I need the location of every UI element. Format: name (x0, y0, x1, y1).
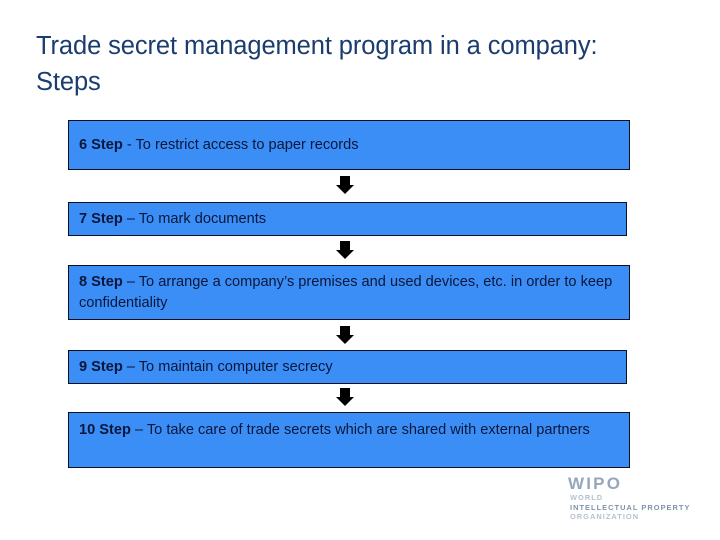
arrow-shaft (340, 326, 350, 335)
steps-flow: 6 Step - To restrict access to paper rec… (68, 120, 630, 468)
step-box-9-number: 9 Step (79, 358, 123, 375)
wipo-logo-wordmark: WIPO (568, 474, 623, 493)
step-box-10-text: 10 Step – To take care of trade secrets … (79, 420, 619, 441)
down-arrow-icon (336, 326, 354, 350)
arrow-shaft (340, 241, 350, 250)
connector-9-to-10 (68, 384, 630, 412)
step-box-6: 6 Step - To restrict access to paper rec… (68, 120, 630, 170)
step-box-6-body: - To restrict access to paper records (122, 136, 359, 153)
step-box-8-text: 8 Step – To arrange a company’s premises… (79, 272, 619, 314)
down-arrow-icon (336, 241, 354, 265)
arrow-head (336, 250, 354, 259)
step-box-7-text: 7 Step – To mark documents (79, 209, 616, 230)
connector-6-to-7 (68, 170, 630, 202)
down-arrow-icon (336, 176, 354, 202)
step-box-6-text: 6 Step - To restrict access to paper rec… (79, 135, 619, 156)
step-box-10-body: – To take care of trade secrets which ar… (130, 422, 590, 438)
step-box-7-body: – To mark documents (122, 210, 267, 227)
step-box-8-body: – To arrange a company’s premises and us… (79, 274, 613, 311)
wipo-logo-line-organization: ORGANIZATION (570, 512, 640, 522)
step-box-6-number: 6 Step (79, 136, 123, 153)
step-box-8: 8 Step – To arrange a company’s premises… (68, 265, 630, 320)
arrow-shaft (340, 388, 350, 397)
arrow-head (336, 397, 354, 406)
step-box-8-number: 8 Step (79, 274, 123, 290)
arrow-shaft (340, 176, 350, 185)
step-box-10-number: 10 Step (79, 422, 131, 438)
wipo-logo-line-intellectual-property: INTELLECTUAL PROPERTY (570, 502, 691, 512)
arrow-head (336, 185, 354, 194)
step-box-7-number: 7 Step (79, 210, 123, 227)
connector-7-to-8 (68, 236, 630, 265)
connector-8-to-9 (68, 320, 630, 350)
step-box-9: 9 Step – To maintain computer secrecy (68, 350, 627, 384)
step-box-10: 10 Step – To take care of trade secrets … (68, 412, 630, 468)
page-title: Trade secret management program in a com… (36, 32, 598, 96)
down-arrow-icon (336, 388, 354, 412)
step-box-9-text: 9 Step – To maintain computer secrecy (79, 357, 616, 378)
wipo-logo: WIPO WORLD INTELLECTUAL PROPERTY ORGANIZ… (568, 474, 708, 522)
step-box-9-body: – To maintain computer secrecy (122, 358, 333, 375)
step-box-7: 7 Step – To mark documents (68, 202, 627, 236)
arrow-head (336, 335, 354, 344)
wipo-logo-line-world: WORLD (570, 493, 604, 502)
